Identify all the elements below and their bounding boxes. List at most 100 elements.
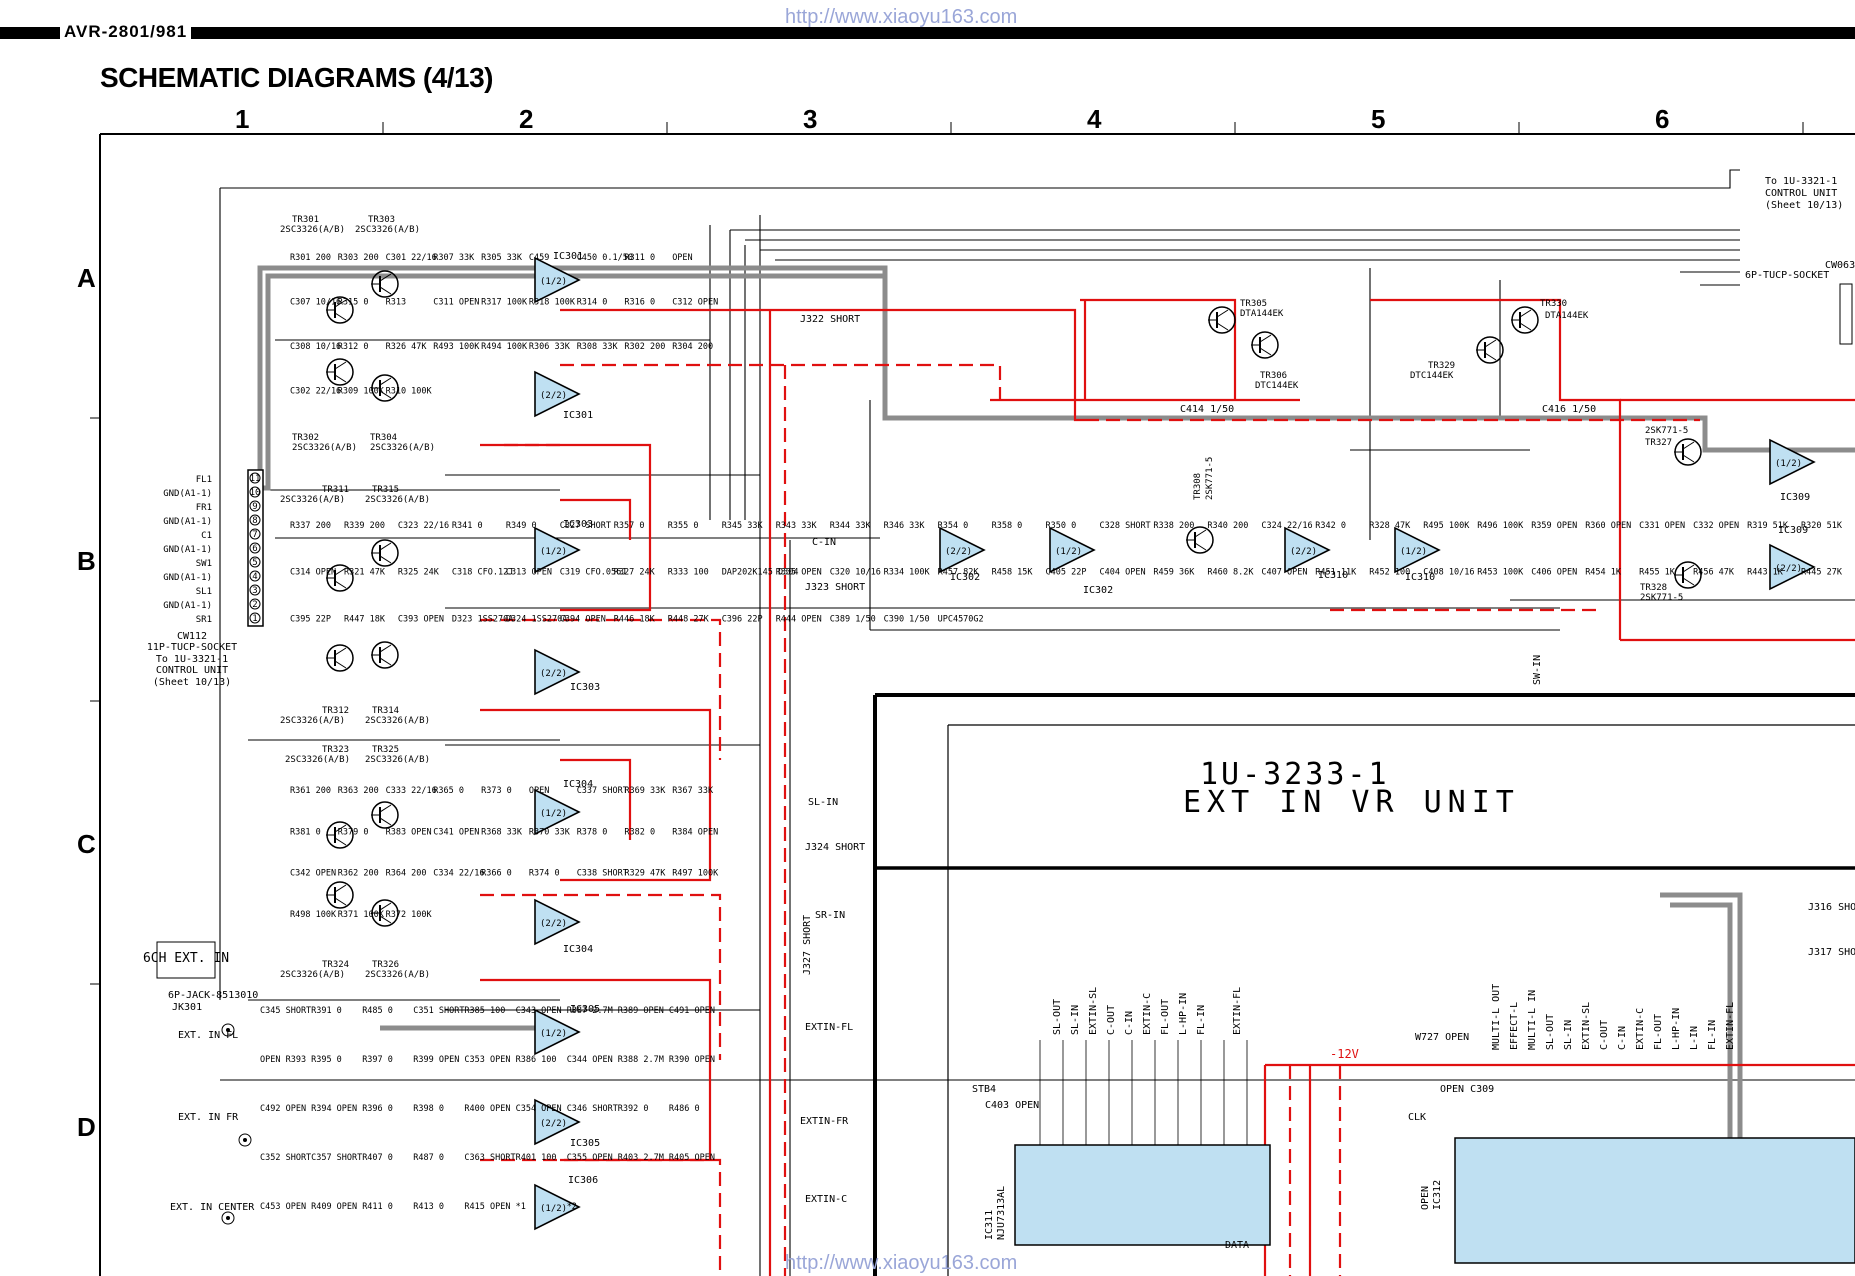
svg-text:EXTIN-FL: EXTIN-FL bbox=[805, 1022, 853, 1033]
svg-text:4: 4 bbox=[252, 572, 257, 582]
component-label: R445 27K bbox=[1801, 568, 1843, 578]
component-label: R357 0 bbox=[614, 521, 645, 531]
svg-text:SL-OUT: SL-OUT bbox=[1052, 999, 1063, 1035]
svg-text:GND(A1-1): GND(A1-1) bbox=[163, 489, 212, 499]
component-label: C408 10/16 bbox=[1423, 568, 1474, 578]
component-label: C459 bbox=[529, 253, 549, 263]
component-label: C318 CFO.12J bbox=[452, 568, 513, 578]
component-label: R382 0 bbox=[624, 827, 655, 837]
svg-text:2SC3326(A/B): 2SC3326(A/B) bbox=[365, 970, 430, 980]
component-label: R326 47K bbox=[386, 342, 428, 352]
component-label: R366 0 bbox=[481, 869, 512, 879]
component-label: C312 OPEN bbox=[672, 298, 718, 308]
svg-text:GND(A1-1): GND(A1-1) bbox=[163, 517, 212, 527]
connector-cw063[interactable]: To 1U-3321-1 CONTROL UNIT (Sheet 10/13) … bbox=[1745, 176, 1855, 345]
component-label: R309 100K bbox=[338, 387, 385, 397]
component-label: R383 OPEN bbox=[386, 827, 432, 837]
component-label: R312 0 bbox=[338, 342, 369, 352]
component-label: R444 OPEN bbox=[776, 614, 822, 624]
svg-text:TR328: TR328 bbox=[1640, 583, 1667, 593]
component-label: R365 0 bbox=[433, 786, 464, 796]
svg-text:J327 SHORT: J327 SHORT bbox=[802, 915, 813, 975]
svg-text:GND(A1-1): GND(A1-1) bbox=[163, 573, 212, 583]
component-label: R337 200 bbox=[290, 521, 331, 531]
svg-text:DTC144EK: DTC144EK bbox=[1410, 371, 1454, 381]
page-title: SCHEMATIC DIAGRAMS (4/13) bbox=[100, 62, 494, 93]
svg-text:TR330: TR330 bbox=[1540, 299, 1567, 309]
svg-text:TR325: TR325 bbox=[372, 745, 399, 755]
svg-text:SL-IN: SL-IN bbox=[808, 797, 838, 808]
component-label: OPEN bbox=[672, 253, 692, 263]
svg-text:SR1: SR1 bbox=[196, 615, 212, 625]
component-label: R313 bbox=[386, 298, 406, 308]
svg-text:IC310: IC310 bbox=[1405, 572, 1435, 583]
component-label: R454 1K bbox=[1585, 568, 1622, 578]
svg-text:EXTIN-SL: EXTIN-SL bbox=[1581, 1002, 1592, 1050]
ext-in-vr-unit[interactable]: 1U-3233-1 EXT IN VR UNIT bbox=[873, 693, 1855, 1276]
svg-text:MULTI-L IN: MULTI-L IN bbox=[1527, 990, 1538, 1050]
svg-text:OPEN C309: OPEN C309 bbox=[1440, 1084, 1494, 1095]
svg-text:11: 11 bbox=[250, 474, 261, 484]
component-label: C393 OPEN bbox=[398, 614, 444, 624]
component-label: C338 SHORT bbox=[577, 869, 628, 879]
component-label: R315 0 bbox=[338, 298, 369, 308]
component-label: R308 33K bbox=[577, 342, 619, 352]
component-label: R415 OPEN bbox=[464, 1202, 510, 1212]
component-label: R391 0 bbox=[311, 1006, 342, 1016]
svg-text:C-OUT: C-OUT bbox=[1106, 1005, 1117, 1035]
model-label: AVR-2801/981 bbox=[60, 22, 192, 42]
svg-text:FL1: FL1 bbox=[196, 475, 212, 485]
watermark-url-bottom[interactable]: http://www.xiaoyu163.com bbox=[785, 1252, 1018, 1274]
component-label: R343 33K bbox=[776, 521, 818, 531]
ext-in-jack[interactable]: 6CH EXT. IN 6P-JACK-8513010 JK301 EXT. I… bbox=[143, 941, 258, 1225]
svg-text:IC311: IC311 bbox=[984, 1210, 995, 1240]
component-label: R358 0 bbox=[992, 521, 1023, 531]
component-label: R363 200 bbox=[338, 786, 379, 796]
svg-text:6: 6 bbox=[252, 544, 257, 554]
component-label: R460 8.2K bbox=[1207, 568, 1254, 578]
component-label: R364 200 bbox=[386, 869, 427, 879]
svg-text:SL-OUT: SL-OUT bbox=[1545, 1014, 1556, 1050]
svg-text:(2/2): (2/2) bbox=[540, 919, 567, 929]
component-label: R346 33K bbox=[884, 521, 926, 531]
component-label: R379 0 bbox=[338, 827, 369, 837]
component-label: R386 100 bbox=[516, 1055, 557, 1065]
component-label: C323 22/16 bbox=[398, 521, 449, 531]
component-label: R307 33K bbox=[433, 253, 475, 263]
svg-text:IC312: IC312 bbox=[1432, 1180, 1443, 1210]
component-label: R453 100K bbox=[1477, 568, 1524, 578]
component-label: R485 0 bbox=[362, 1006, 393, 1016]
component-label: C301 22/16 bbox=[386, 253, 437, 263]
black-traces bbox=[219, 169, 1855, 1276]
unit-name: 1U-3233-1 bbox=[1200, 757, 1390, 792]
svg-text:TR306: TR306 bbox=[1260, 371, 1287, 381]
component-label: C332 OPEN bbox=[1693, 521, 1739, 531]
component-label: C395 22P bbox=[290, 614, 331, 624]
svg-text:C-OUT: C-OUT bbox=[1599, 1020, 1610, 1050]
component-label: C343 OPEN bbox=[516, 1006, 562, 1016]
component-label: C313 OPEN bbox=[506, 568, 552, 578]
component-label: D324 1SS270A bbox=[506, 614, 567, 624]
svg-text:(2/2): (2/2) bbox=[540, 391, 567, 401]
component-label: R361 200 bbox=[290, 786, 331, 796]
component-label: C344 OPEN bbox=[567, 1055, 613, 1065]
component-label: R498 100K bbox=[290, 910, 337, 920]
svg-text:FL-IN: FL-IN bbox=[1707, 1020, 1718, 1050]
component-label: R390 OPEN bbox=[669, 1055, 715, 1065]
component-label: R392 0 bbox=[618, 1104, 649, 1114]
svg-text:C1: C1 bbox=[201, 531, 212, 541]
watermark-url[interactable]: http://www.xiaoyu163.com bbox=[785, 6, 1018, 28]
svg-text:9: 9 bbox=[252, 502, 257, 512]
svg-text:-12V: -12V bbox=[1330, 1047, 1359, 1061]
grid-row-b: B bbox=[77, 546, 96, 576]
component-label: R384 OPEN bbox=[672, 827, 718, 837]
svg-text:EXTIN-C: EXTIN-C bbox=[1635, 1008, 1646, 1050]
opamp-ics bbox=[534, 257, 1815, 1230]
grid-col-6: 6 bbox=[1655, 104, 1670, 134]
svg-text:EXTIN-C: EXTIN-C bbox=[1142, 993, 1153, 1035]
svg-text:To 1U-3321-1: To 1U-3321-1 bbox=[156, 654, 228, 665]
